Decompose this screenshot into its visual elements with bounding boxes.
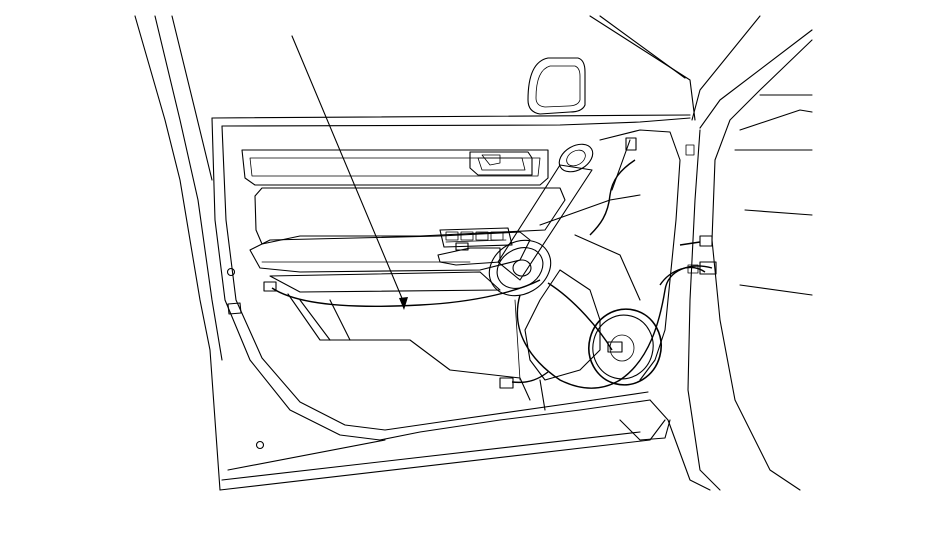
arrowhead-icon [399,297,408,310]
harness-wire-mirror [589,159,636,236]
connector-front [263,281,277,292]
armrest-panel [249,187,566,401]
inner-handle [469,151,533,176]
window-switch-panel [439,227,513,248]
harness-wire-lower [511,371,549,384]
wiring-harness [271,159,713,389]
harness-wire-pillar [659,267,706,286]
connector-pillar-upper [699,235,713,247]
switch-connector [455,242,469,251]
harness-wire-speaker [547,282,613,351]
harness-wire-main [516,265,713,389]
speaker-connector [607,341,623,353]
door-speaker [588,308,662,386]
harness-wire-front [271,279,541,307]
connector-lower [499,377,514,389]
connectors [263,137,717,389]
mounting-holes [226,267,265,450]
connector-mirror [625,137,637,151]
callout-leader [291,35,408,310]
connector-pillar-main [699,261,717,275]
side-mirror [527,57,586,115]
upper-trim-panel [241,149,549,186]
inner-door-structure [514,129,681,411]
door-frame [134,15,813,491]
